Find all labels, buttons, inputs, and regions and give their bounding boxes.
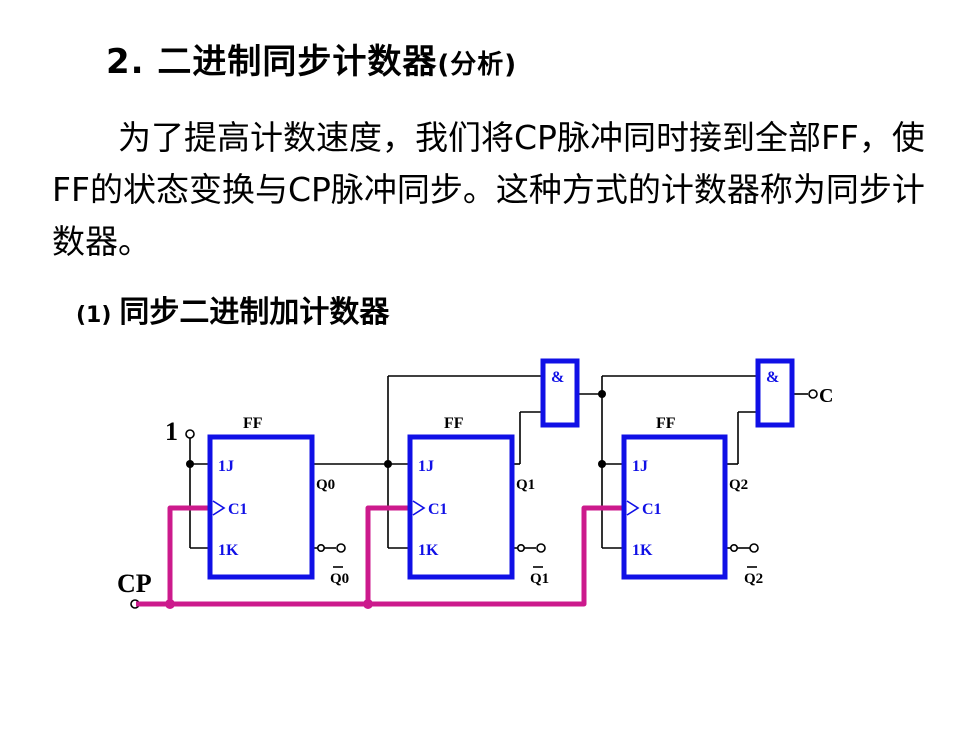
ff2-box	[621, 434, 728, 580]
and-gate-1	[540, 358, 580, 428]
ff-boxes	[207, 358, 795, 580]
subtitle-number: (1)	[76, 303, 112, 328]
ff0-pin-c: C1	[228, 501, 248, 518]
ff2-pin-j: 1J	[632, 458, 648, 475]
ff2-label: FF	[656, 415, 676, 432]
wiring	[189, 375, 808, 568]
ff2-pin-k: 1K	[632, 542, 653, 559]
q2-label: Q2	[729, 477, 748, 493]
clock-line	[136, 505, 624, 607]
ff1-box	[407, 434, 515, 580]
section-subtitle: (1) 同步二进制加计数器	[76, 287, 389, 331]
ff2-pin-c: C1	[642, 501, 662, 518]
junctions	[186, 390, 606, 468]
ff1-pin-j: 1J	[418, 458, 434, 475]
q1-bar-label: Q1	[530, 571, 549, 587]
ff0-box	[207, 434, 315, 580]
ff0-pin-j: 1J	[218, 458, 234, 475]
title-paren: (分析)	[437, 50, 518, 80]
ff1-label: FF	[444, 415, 464, 432]
slide-title: 2. 二进制同步计数器(分析)	[106, 34, 517, 83]
clock-label: CP	[117, 569, 152, 598]
ff1-pin-c: C1	[428, 501, 448, 518]
and2-symbol: &	[766, 369, 779, 386]
ff0-pin-k: 1K	[218, 542, 239, 559]
subtitle-text: 同步二进制加计数器	[119, 295, 390, 330]
clock-markers	[212, 500, 640, 516]
and-gate-2	[755, 358, 795, 428]
q0-label: Q0	[316, 477, 335, 493]
q0-bar-label: Q0	[330, 571, 349, 587]
ff0-label: FF	[243, 415, 263, 432]
intro-paragraph: 为了提高计数速度，我们将CP脉冲同时接到全部FF，使FF的状态变换与CP脉冲同步…	[52, 118, 925, 261]
q1-label: Q1	[516, 477, 535, 493]
q2-bar-label: Q2	[744, 571, 763, 587]
ff1-pin-k: 1K	[418, 542, 439, 559]
title-main: 2. 二进制同步计数器	[106, 42, 438, 82]
carry-out-label: C	[819, 385, 833, 407]
and1-symbol: &	[551, 369, 564, 386]
input-one-label: 1	[165, 417, 178, 446]
clock-junctions	[165, 599, 373, 609]
